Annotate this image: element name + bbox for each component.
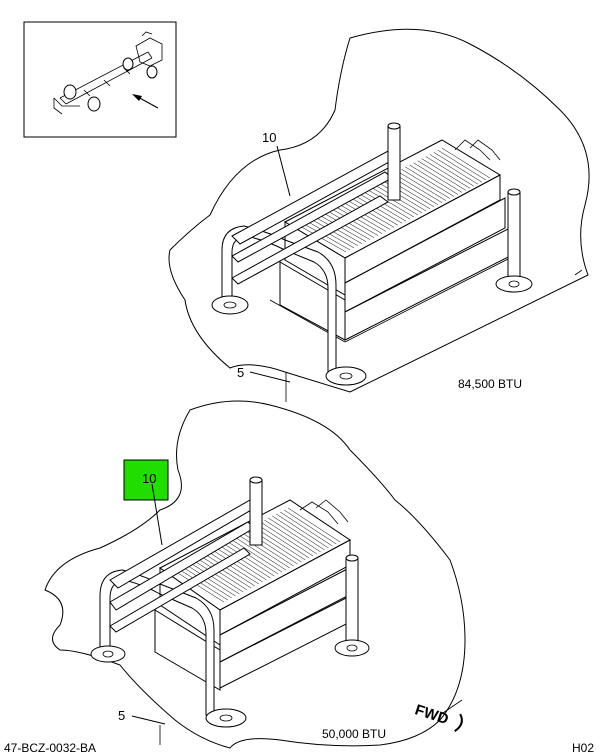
chassis-locator-inset <box>23 21 177 138</box>
upper-floor-callout: 5 <box>237 365 244 380</box>
lower-floor-outline <box>44 400 466 749</box>
lower-heater-assembly: 10 5 50,000 BTU <box>44 400 466 749</box>
drawing-id: 47-BCZ-0032-BA <box>4 741 96 755</box>
lower-heater-leader <box>151 483 163 546</box>
lower-heater-callout[interactable]: 10 <box>142 471 156 486</box>
upper-tube-frame <box>211 122 533 386</box>
upper-btu-caption: 84,500 BTU <box>458 377 522 391</box>
lower-floor-leader <box>131 715 166 725</box>
upper-heater-assembly: 10 5 84,500 BTU <box>168 28 590 402</box>
chassis-frame-icon <box>53 31 163 115</box>
upper-heater-callout: 10 <box>262 130 276 145</box>
forward-arrow-icon <box>454 713 463 733</box>
lower-tube-frame <box>90 476 370 728</box>
lower-heater-callout-highlight[interactable] <box>123 459 169 501</box>
forward-indicator: FWD <box>413 701 463 733</box>
upper-floor-outline <box>168 28 590 393</box>
lower-floor-callout: 5 <box>118 708 125 723</box>
location-arrow-icon <box>132 94 159 109</box>
upper-heater-leader <box>276 145 291 197</box>
sheet-number: H02 <box>572 741 594 755</box>
upper-floor-leader <box>249 371 291 383</box>
lower-btu-caption: 50,000 BTU <box>322 727 386 741</box>
forward-label: FWD <box>413 701 451 728</box>
